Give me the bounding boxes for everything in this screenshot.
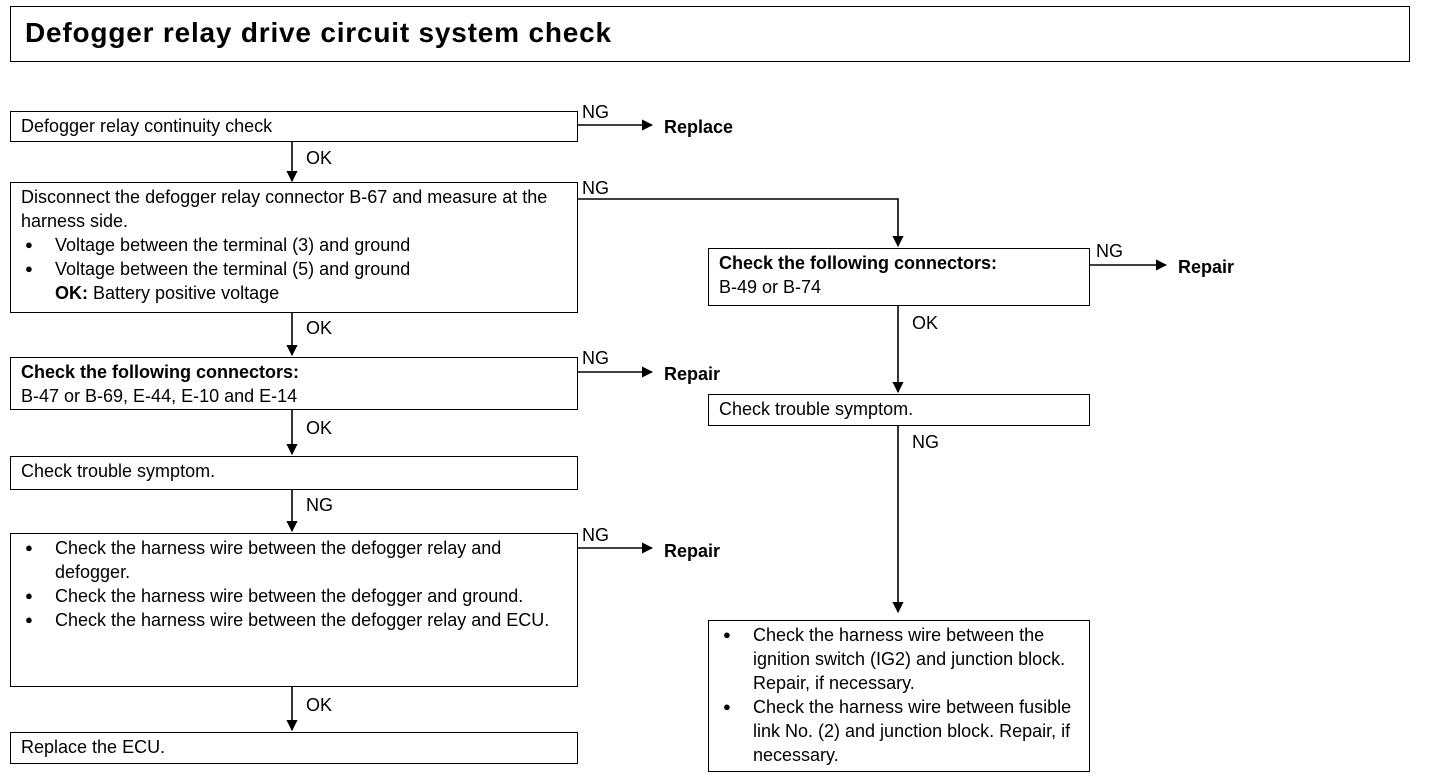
ok-label-connectors-left: OK: [306, 418, 333, 438]
ok-criteria-label: OK:: [55, 283, 88, 303]
symptom-left-box: Check trouble symptom.: [10, 456, 578, 490]
result-replace: Replace: [664, 117, 734, 137]
harness-left-bullet-list: Check the harness wire between the defog…: [21, 536, 567, 632]
list-item: Voltage between the terminal (3) and gro…: [21, 233, 567, 257]
ng-label-connectors-right: NG: [1096, 241, 1123, 261]
ok-criteria-text: Battery positive voltage: [93, 283, 280, 303]
replace-ecu-text: Replace the ECU.: [21, 737, 166, 757]
ng-label-symptom-left: NG: [306, 495, 333, 515]
title-box: Defogger relay drive circuit system chec…: [10, 6, 1410, 62]
result-repair-harness-left: Repair: [664, 541, 721, 561]
symptom-right-text: Check trouble symptom.: [719, 399, 914, 419]
ng-label-symptom-right: NG: [912, 432, 939, 452]
ng-label-connectors-left: NG: [582, 348, 609, 368]
harness-right-bullet-list: Check the harness wire between the ignit…: [719, 623, 1079, 767]
list-item: Check the harness wire between fusible l…: [719, 695, 1079, 767]
ok-label-continuity: OK: [306, 148, 333, 168]
connectors-left-text: B-47 or B-69, E-44, E-10 and E-14: [21, 386, 298, 406]
measure-bullet-list: Voltage between the terminal (3) and gro…: [21, 233, 567, 281]
list-item: Check the harness wire between the defog…: [21, 584, 567, 608]
arrow-measure-ng-branch: [578, 198, 904, 248]
connectors-left-heading: Check the following connectors:: [21, 362, 300, 382]
list-item: Check the harness wire between the defog…: [21, 536, 567, 584]
harness-right-box: Check the harness wire between the ignit…: [708, 620, 1090, 772]
symptom-left-text: Check trouble symptom.: [21, 461, 216, 481]
connectors-right-box: Check the following connectors: B-49 or …: [708, 248, 1090, 306]
ok-label-connectors-right: OK: [912, 313, 939, 333]
ok-label-measure: OK: [306, 318, 333, 338]
measure-ok-criteria: OK: Battery positive voltage: [21, 281, 567, 305]
continuity-check-box: Defogger relay continuity check: [10, 111, 578, 142]
measure-intro-text: Disconnect the defogger relay connector …: [21, 187, 548, 231]
measure-voltage-box: Disconnect the defogger relay connector …: [10, 182, 578, 313]
result-repair-connectors-right: Repair: [1178, 257, 1235, 277]
list-item: Check the harness wire between the defog…: [21, 608, 567, 632]
symptom-right-box: Check trouble symptom.: [708, 394, 1090, 426]
replace-ecu-box: Replace the ECU.: [10, 732, 578, 764]
connectors-right-heading: Check the following connectors:: [719, 253, 998, 273]
connectors-left-box: Check the following connectors: B-47 or …: [10, 357, 578, 410]
list-item: Voltage between the terminal (5) and gro…: [21, 257, 567, 281]
harness-left-box: Check the harness wire between the defog…: [10, 533, 578, 687]
connectors-right-text: B-49 or B-74: [719, 277, 822, 297]
continuity-check-text: Defogger relay continuity check: [21, 116, 273, 136]
ng-label-continuity: NG: [582, 102, 609, 122]
list-item: Check the harness wire between the ignit…: [719, 623, 1079, 695]
result-repair-connectors-left: Repair: [664, 364, 721, 384]
page-title: Defogger relay drive circuit system chec…: [25, 17, 612, 48]
ok-label-harness-left: OK: [306, 695, 333, 715]
ng-label-harness-left: NG: [582, 525, 609, 545]
ng-label-measure: NG: [582, 178, 609, 198]
